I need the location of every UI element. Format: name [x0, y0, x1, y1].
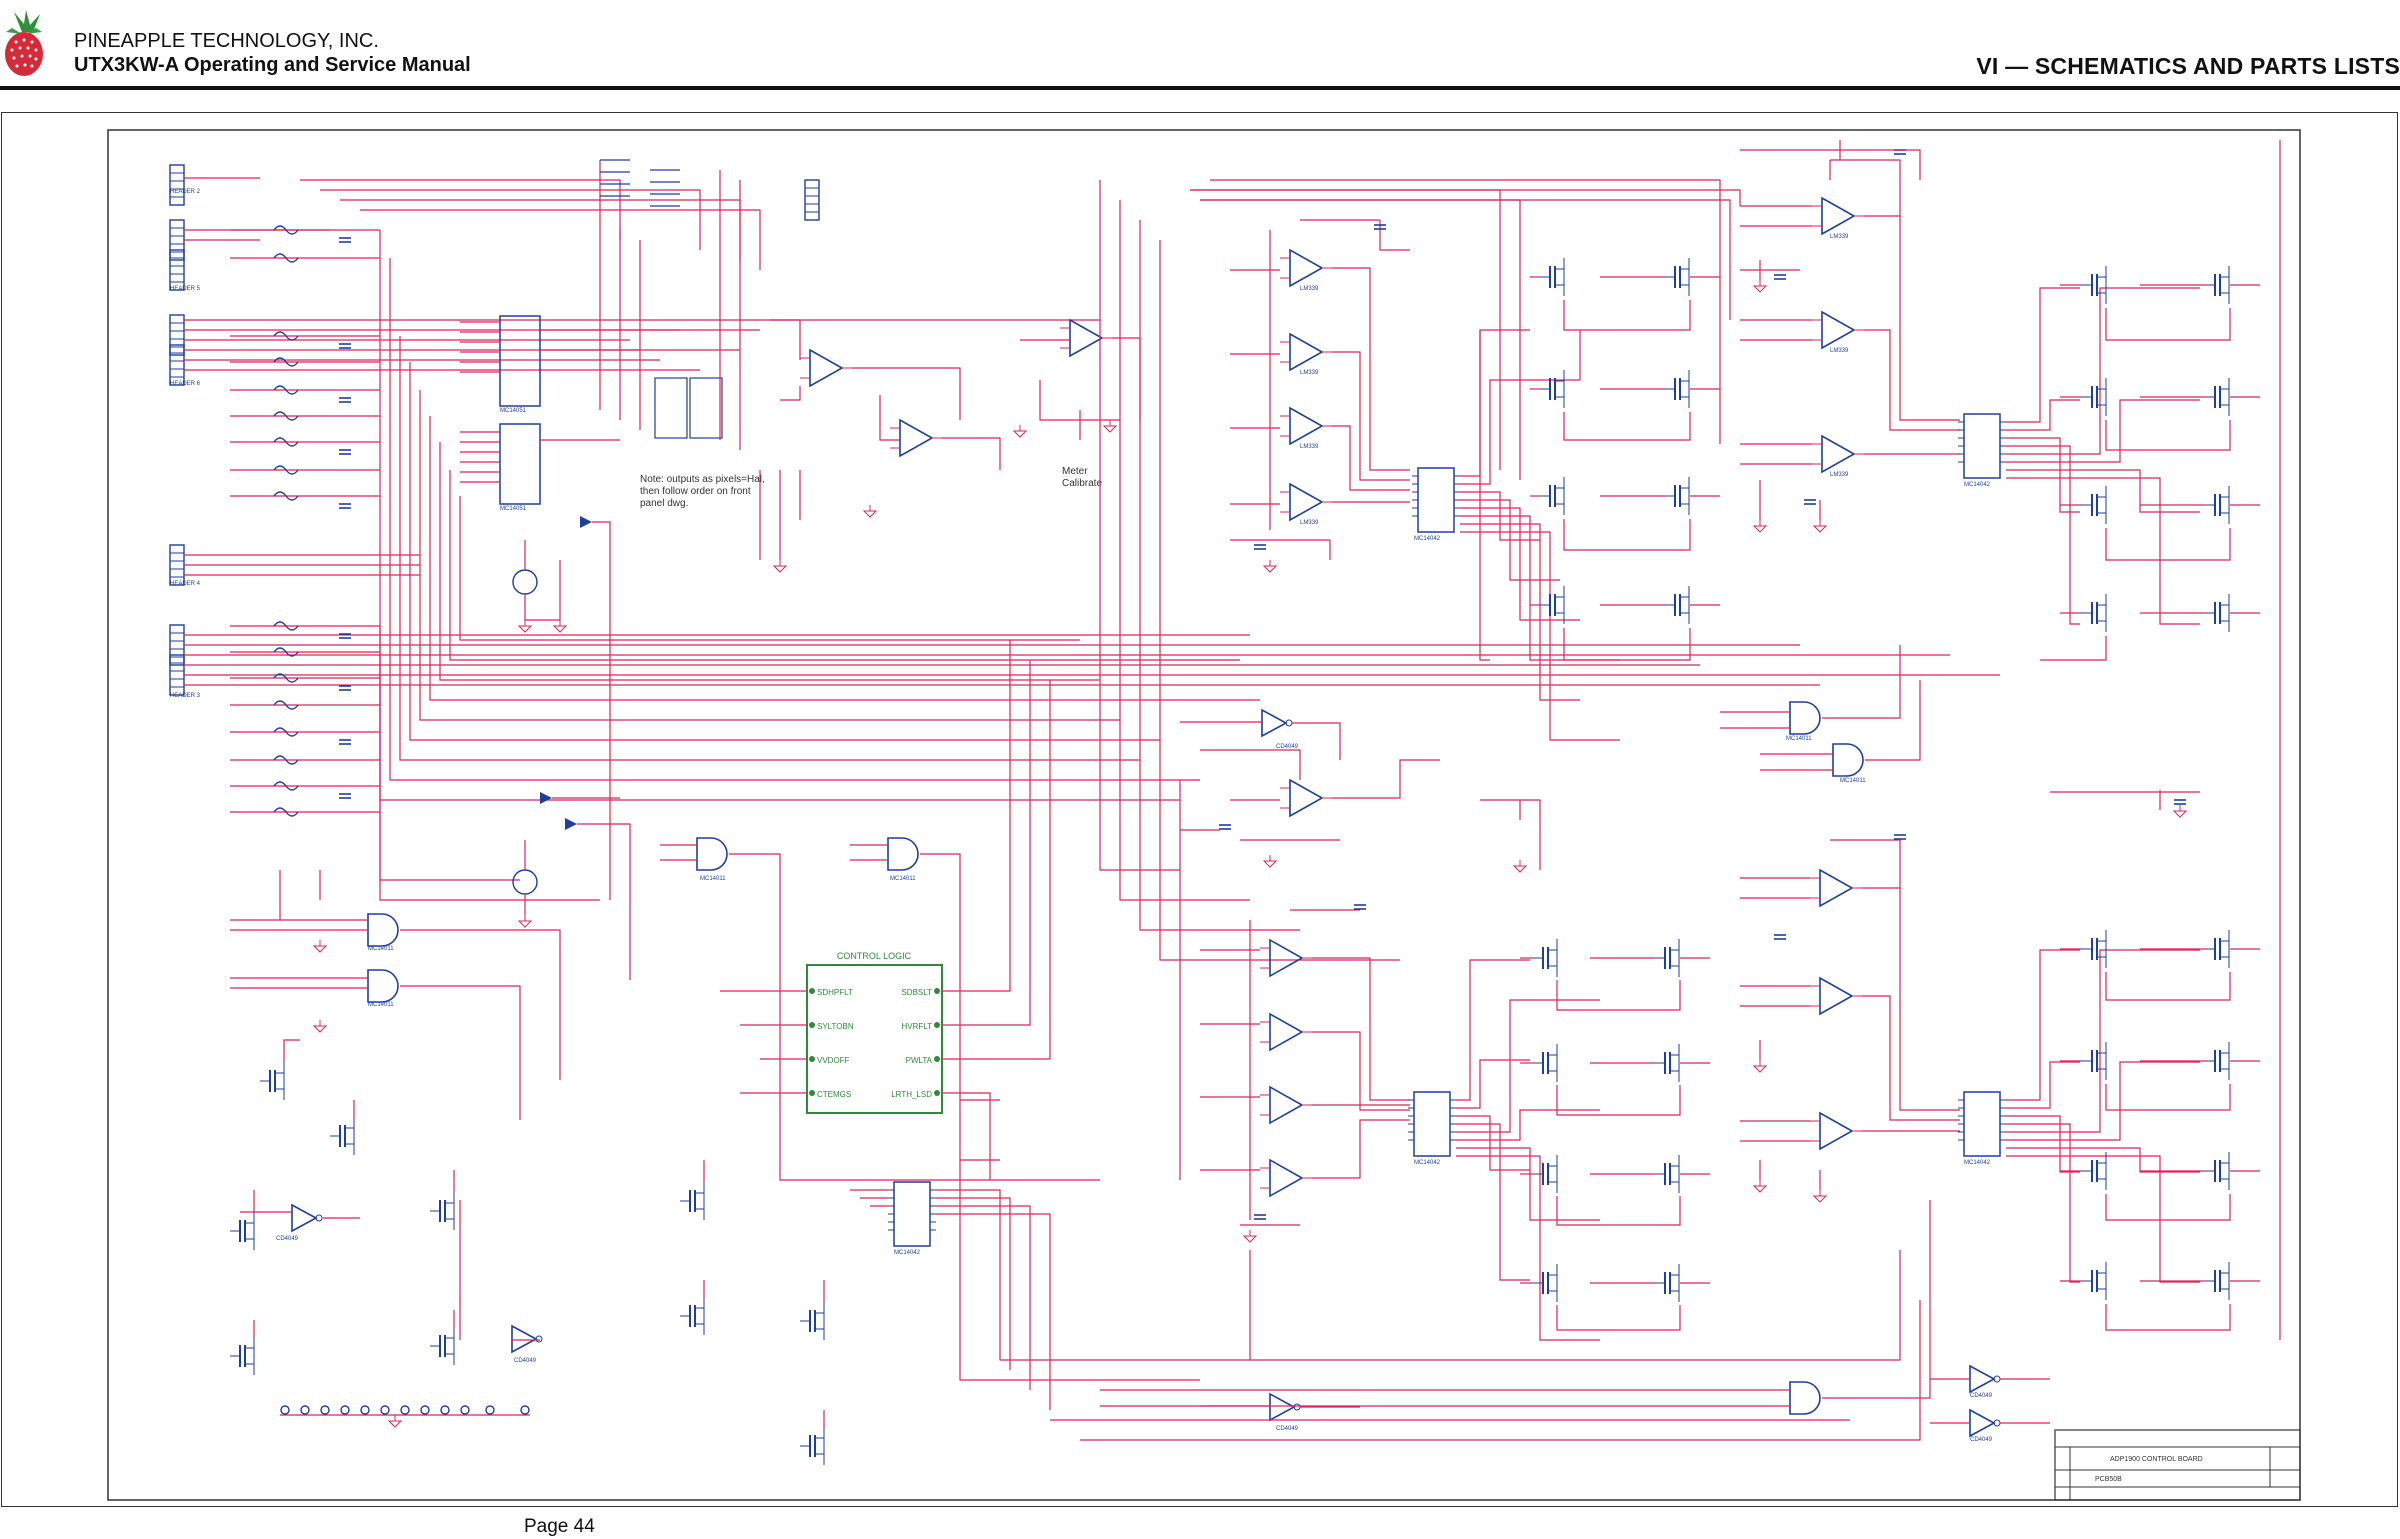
title-block: ADP1900 CONTROL BOARD PCB50B — [2054, 1429, 2301, 1501]
latch-ic-top — [1411, 329, 1620, 741]
svg-text:MC14011: MC14011 — [368, 946, 394, 952]
svg-text:CD4049: CD4049 — [1970, 1437, 1993, 1443]
page-number: Page 44 — [524, 1516, 595, 1537]
control-pin-right-4: LRTH_LSD — [891, 1090, 932, 1099]
schematic-diagram: Note: outputs as pixels=Hal, then follow… — [107, 129, 2301, 1501]
svg-text:MC14051: MC14051 — [500, 408, 527, 414]
title-block-title: ADP1900 CONTROL BOARD — [2110, 1456, 2203, 1463]
latch-ic-right-lower — [1957, 949, 2200, 1283]
svg-text:MC14051: MC14051 — [500, 506, 527, 512]
svg-text:MC14011: MC14011 — [368, 1002, 394, 1008]
latch-ic-bottom — [850, 1099, 1051, 1410]
svg-text:LM339: LM339 — [1830, 472, 1849, 478]
top-center-opamps — [1190, 189, 1521, 868]
svg-text:LM339: LM339 — [1300, 370, 1319, 376]
ferrite-beads — [230, 225, 380, 817]
left-bus — [300, 179, 1260, 901]
svg-text:LM339: LM339 — [1830, 234, 1849, 240]
header-rule — [0, 86, 2400, 90]
control-pin-right-1: SDBSLT — [901, 988, 932, 997]
svg-text:CD4049: CD4049 — [276, 1236, 299, 1242]
left-connectors — [169, 164, 2000, 696]
svg-text:MC14042: MC14042 — [1414, 536, 1441, 542]
company-name: PINEAPPLE TECHNOLOGY, INC. — [74, 30, 379, 52]
svg-text:HEADER 5: HEADER 5 — [170, 286, 201, 292]
control-pin-right-3: PWLTA — [906, 1056, 933, 1065]
svg-text:LM339: LM339 — [1830, 348, 1849, 354]
svg-text:MC14042: MC14042 — [1964, 1160, 1991, 1166]
meter-label-1: Meter — [1062, 466, 1088, 477]
right-top-mosfet-array — [2040, 265, 2260, 661]
top-right-opamps — [1740, 140, 1960, 533]
middle-gates — [1099, 180, 2200, 961]
top-mosfet-array — [1479, 257, 1720, 661]
control-pin-left-3: VVDOFF — [817, 1056, 850, 1065]
schematic-note-line-1: Note: outputs as pixels=Hal, — [640, 474, 765, 485]
latch-ic-lower — [1407, 959, 1600, 1341]
control-logic-block: CONTROL LOGIC SDHPFLT SYLTOBN VVDOFF CTE… — [720, 640, 1051, 1180]
meter-label-2: Calibrate — [1062, 478, 1102, 489]
left-logic-gates — [230, 837, 1200, 1381]
svg-text:HEADER 4: HEADER 4 — [170, 581, 201, 587]
svg-text:LM339: LM339 — [1300, 286, 1319, 292]
latch-ic-right-top — [1957, 287, 2200, 625]
bottom-gates — [1000, 1200, 2050, 1441]
right-lower-mosfet-array — [2060, 929, 2260, 1331]
schematic-frame — [1, 112, 2398, 1507]
section-title: VI — SCHEMATICS AND PARTS LISTS — [1976, 53, 2400, 79]
svg-text:MC14042: MC14042 — [1414, 1160, 1441, 1166]
control-logic-title: CONTROL LOGIC — [837, 951, 912, 961]
manual-title: UTX3KW-A Operating and Service Manual — [74, 54, 471, 76]
test-points — [280, 1405, 530, 1428]
top-wide-traces — [1190, 140, 2281, 1340]
pineapple-logo-icon — [5, 10, 43, 76]
schematic-note-line-2: then follow order on front — [640, 486, 751, 497]
svg-text:MC14011: MC14011 — [700, 876, 726, 882]
svg-text:MC14042: MC14042 — [894, 1250, 921, 1256]
svg-text:LM339: LM339 — [1300, 444, 1319, 450]
svg-text:CD4049: CD4049 — [514, 1358, 537, 1364]
jumper-blocks — [599, 159, 741, 450]
svg-text:HEADER 3: HEADER 3 — [170, 693, 201, 699]
lower-mosfet-array — [1520, 938, 1710, 1331]
svg-text:CD4049: CD4049 — [1276, 1426, 1299, 1432]
svg-text:MC14011: MC14011 — [1840, 778, 1866, 784]
svg-text:HEADER 6: HEADER 6 — [170, 381, 201, 387]
control-pin-left-2: SYLTOBN — [817, 1022, 854, 1031]
svg-text:MC14011: MC14011 — [890, 876, 916, 882]
left-transistors — [512, 516, 631, 980]
component-labels: HEADER 2 HEADER 5 HEADER 6 HEADER 4 HEADER … — [170, 189, 1993, 1443]
meter-section — [759, 179, 1141, 573]
svg-text:HEADER 2: HEADER 2 — [170, 189, 201, 195]
lower-right-opamps — [1740, 834, 1960, 1203]
control-pin-left-4: CTEMGS — [817, 1090, 851, 1099]
control-pin-right-2: HVRFLT — [901, 1022, 932, 1031]
left-lower-mosfets — [229, 1039, 825, 1466]
svg-text:CD4049: CD4049 — [1970, 1393, 1993, 1399]
lower-center-opamps — [1179, 830, 1410, 1243]
control-pin-left-1: SDHPFLT — [817, 988, 853, 997]
svg-text:MC14011: MC14011 — [1786, 736, 1812, 742]
svg-text:LM339: LM339 — [1300, 520, 1319, 526]
schematic-note-line-3: panel dwg. — [640, 498, 688, 509]
svg-text:CD4049: CD4049 — [1276, 744, 1299, 750]
title-block-doc: PCB50B — [2095, 1476, 2122, 1483]
svg-text:MC14042: MC14042 — [1964, 482, 1991, 488]
